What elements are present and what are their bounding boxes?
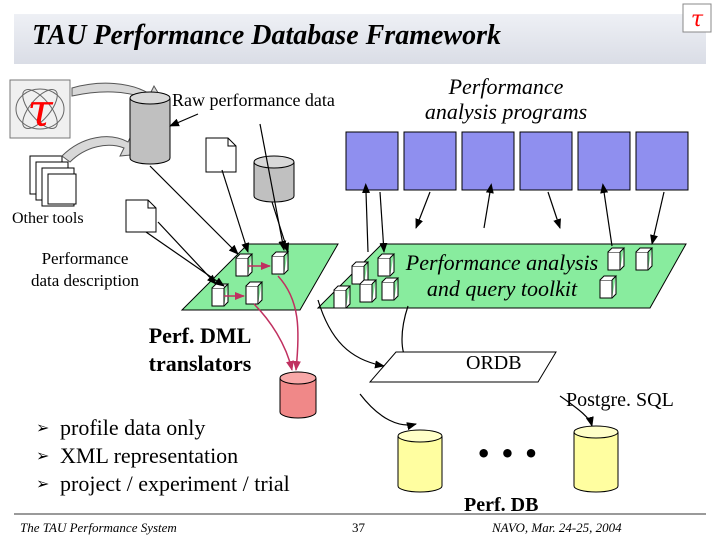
analysis-programs-label: Performance analysis programs	[424, 74, 588, 124]
svg-text:τ: τ	[27, 83, 54, 137]
database-icon	[279, 371, 317, 419]
arrow-bullet-icon: ➢	[36, 446, 50, 465]
footer-left: The TAU Performance System	[20, 520, 177, 535]
raw-data-label: Raw performance data	[172, 90, 335, 110]
feature-list: ➢profile data only ➢XML representation ➢…	[36, 414, 290, 498]
ordb-shape	[368, 351, 557, 383]
arrow-bullet-icon: ➢	[36, 474, 50, 493]
tau-logo-icon: τ	[9, 79, 71, 139]
analysis-program-box	[577, 131, 631, 191]
analysis-program-boxes	[345, 131, 689, 191]
footer-right: NAVO, Mar. 24-25, 2004	[492, 520, 622, 535]
perf-data-description-label: Performance data description	[30, 249, 140, 290]
list-item: ➢XML representation	[36, 443, 239, 468]
tau-logo-icon: τ	[682, 3, 712, 33]
other-tools-label: Other tools	[12, 210, 84, 227]
analysis-program-box	[403, 131, 457, 191]
title-bar	[14, 14, 706, 64]
analysis-toolkit-label: Performance analysis and query toolkit	[405, 250, 599, 301]
svg-text:τ: τ	[691, 7, 704, 32]
database-icon	[129, 91, 171, 165]
page-icon	[205, 137, 237, 173]
perfdml-translators-label: Perf. DML translators	[148, 323, 252, 376]
database-icon	[573, 425, 619, 493]
perfdb-label: Perf. DB	[464, 494, 539, 516]
postgresql-label: Postgre. SQL	[566, 389, 674, 411]
analysis-program-box	[635, 131, 689, 191]
module-cubes	[211, 247, 654, 309]
page-number: 37	[352, 520, 365, 535]
list-item: ➢profile data only	[36, 415, 206, 440]
slide-title: TAU Performance Database Framework	[32, 20, 501, 51]
database-icon	[397, 429, 443, 493]
analysis-program-box	[461, 131, 515, 191]
database-icon	[253, 155, 295, 203]
translation-arrows	[224, 262, 301, 371]
page-stack-icon	[29, 155, 77, 207]
analysis-program-box	[345, 131, 399, 191]
ellipsis: • • •	[476, 440, 539, 468]
ordb-label: ORDB	[466, 352, 522, 374]
list-item: ➢project / experiment / trial	[36, 471, 290, 496]
analysis-program-box	[519, 131, 573, 191]
page-icon	[125, 199, 157, 233]
data-flow-arrows	[145, 113, 665, 431]
arrow-bullet-icon: ➢	[36, 418, 50, 437]
